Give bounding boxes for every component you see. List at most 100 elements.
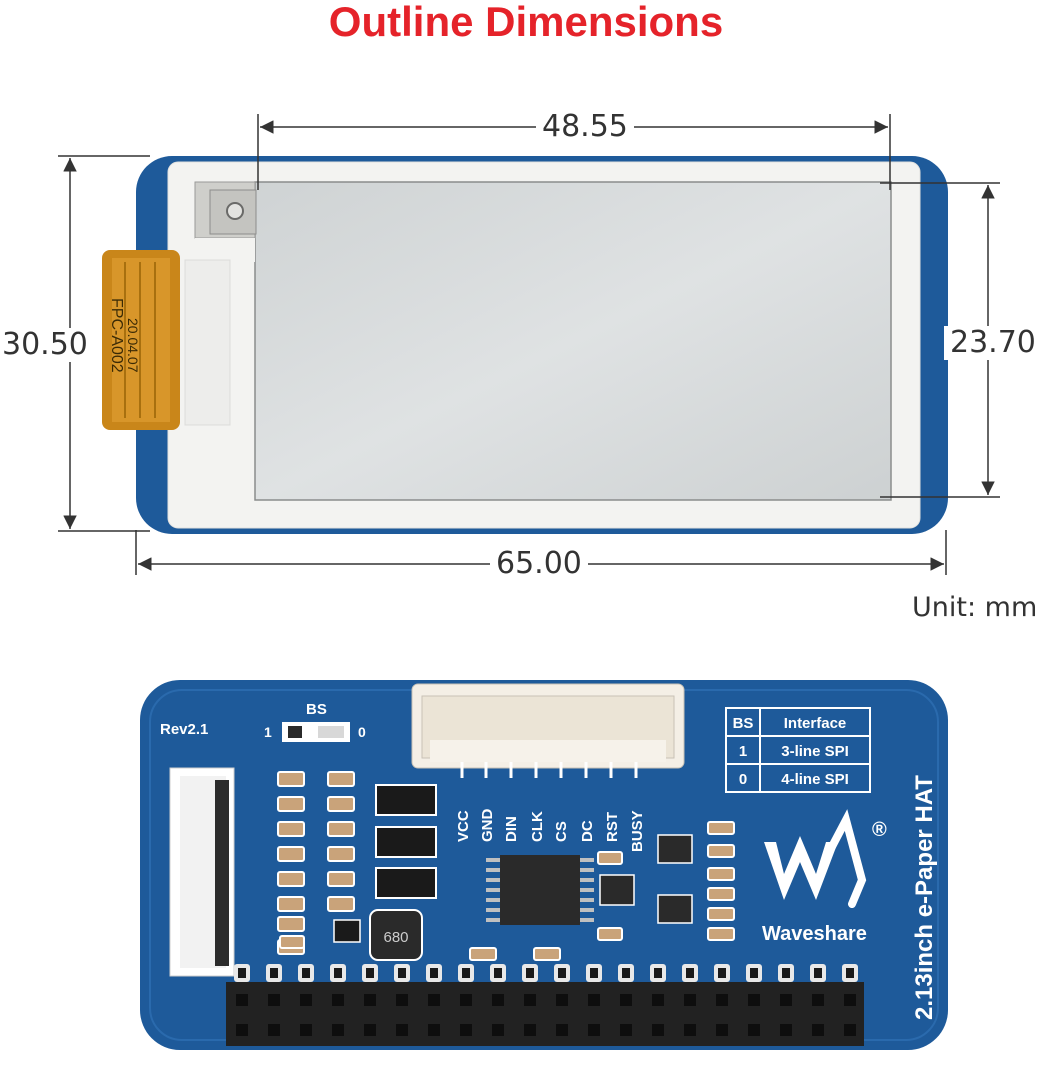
pin-label: VCC — [455, 810, 472, 842]
page-title: Outline Dimensions — [328, 0, 724, 45]
header-pin-hole — [332, 994, 344, 1006]
header-pad-pin — [334, 968, 342, 978]
header-pin-hole — [236, 994, 248, 1006]
inductor: 680 — [369, 909, 423, 961]
header-pin-hole — [588, 1024, 600, 1036]
header-pin-hole — [844, 994, 856, 1006]
header-pin-hole — [492, 994, 504, 1006]
header-pad-pin — [846, 968, 854, 978]
smd-components-right — [279, 821, 735, 961]
waveshare-logo-icon — [764, 809, 867, 908]
header-pin-hole — [364, 994, 376, 1006]
header-pin-hole — [460, 994, 472, 1006]
fpc-connector — [169, 767, 235, 977]
fpc-label-2: 20.04.07 — [125, 318, 141, 373]
header-pad-pin — [270, 968, 278, 978]
product-label: 2.13inch e-Paper HAT — [911, 775, 938, 1020]
pin-label: BUSY — [629, 810, 646, 852]
header-pin-hole — [684, 994, 696, 1006]
table-cell: 4-line SPI — [781, 771, 849, 788]
header-pin-hole — [620, 994, 632, 1006]
bs-label: BS — [306, 701, 327, 718]
header-pad-pin — [750, 968, 758, 978]
header-pad-pin — [686, 968, 694, 978]
header-pin-hole — [620, 1024, 632, 1036]
header-pin-hole — [780, 1024, 792, 1036]
glass-edge-slot — [184, 259, 231, 426]
pin-labels: VCC GND DIN CLK CS DC RST BUSY — [455, 809, 646, 853]
pin-label: DC — [579, 820, 596, 842]
header-pin-hole — [332, 1024, 344, 1036]
header-pad-pin — [782, 968, 790, 978]
jst-connector — [411, 683, 685, 769]
header-pin-hole — [556, 994, 568, 1006]
header-pin-hole — [748, 994, 760, 1006]
header-pin-hole — [748, 1024, 760, 1036]
header-pad-pin — [814, 968, 822, 978]
pin-label: RST — [604, 812, 621, 842]
revision-label: Rev2.1 — [160, 721, 208, 738]
header-pin-hole — [300, 994, 312, 1006]
bs-one-label: 1 — [264, 724, 272, 740]
header-pin-hole — [428, 1024, 440, 1036]
header-pin-hole — [364, 1024, 376, 1036]
smd-components-left — [277, 771, 355, 955]
epaper-active-area — [254, 181, 892, 501]
header-pin-hole — [812, 994, 824, 1006]
fpc-label-1: FPC-A002 — [108, 298, 125, 373]
header-pin-hole — [812, 1024, 824, 1036]
dim-total-height: 30.50 — [0, 328, 94, 362]
header-pin-hole — [556, 1024, 568, 1036]
pin-label: CS — [553, 821, 570, 842]
gpio-header — [226, 982, 864, 1046]
dim-active-width: 48.55 — [536, 110, 634, 144]
header-pad-pin — [494, 968, 502, 978]
pin-label: GND — [479, 809, 496, 843]
bs-zero-label: 0 — [358, 724, 366, 740]
table-header-interface: Interface — [784, 715, 847, 732]
driver-ic — [486, 855, 594, 925]
header-pad-pin — [366, 968, 374, 978]
header-pin-hole — [396, 994, 408, 1006]
table-cell: 3-line SPI — [781, 743, 849, 760]
registered-mark: ® — [872, 819, 887, 841]
header-pin-hole — [524, 994, 536, 1006]
pin-pads — [460, 762, 638, 778]
table-cell: 0 — [739, 771, 747, 788]
header-pin-hole — [268, 1024, 280, 1036]
header-pin-hole — [716, 1024, 728, 1036]
header-pad-pin — [718, 968, 726, 978]
header-pad-pin — [398, 968, 406, 978]
header-pad-pin — [430, 968, 438, 978]
table-cell: 1 — [739, 743, 747, 760]
brand-label: Waveshare — [762, 923, 867, 945]
header-pin-hole — [460, 1024, 472, 1036]
header-pad-pin — [526, 968, 534, 978]
interface-table — [725, 707, 871, 793]
pcb-back-view: 680 — [140, 680, 948, 1050]
dim-total-width: 65.00 — [490, 547, 588, 581]
table-header-bs: BS — [733, 715, 754, 732]
header-pin-hole — [716, 994, 728, 1006]
pin-label: CLK — [529, 811, 546, 842]
header-pads — [234, 964, 858, 982]
dim-active-height: 23.70 — [944, 326, 1042, 360]
header-pin-hole — [300, 1024, 312, 1036]
header-pin-hole — [844, 1024, 856, 1036]
header-pin-hole — [652, 994, 664, 1006]
header-pin-hole — [268, 994, 280, 1006]
header-pin-hole — [524, 1024, 536, 1036]
header-pin-hole — [684, 1024, 696, 1036]
pin-label: DIN — [503, 816, 520, 842]
header-pin-hole — [652, 1024, 664, 1036]
header-pad-pin — [590, 968, 598, 978]
epaper-module-top-view — [136, 156, 948, 534]
header-pad-pin — [622, 968, 630, 978]
header-pin-hole — [780, 994, 792, 1006]
header-pad-pin — [558, 968, 566, 978]
header-pad-pin — [238, 968, 246, 978]
unit-label: Unit: mm — [912, 592, 1038, 623]
header-pin-hole — [492, 1024, 504, 1036]
inductor-label: 680 — [383, 929, 408, 946]
